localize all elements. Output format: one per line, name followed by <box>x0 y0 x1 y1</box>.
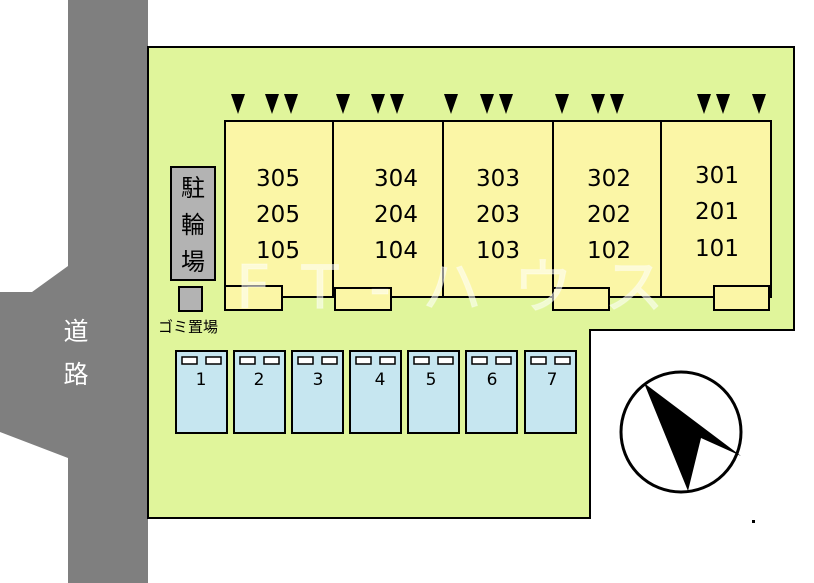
unit-number: 103 <box>476 238 520 264</box>
parking-slot-number: 4 <box>375 370 386 390</box>
entrance-arrow-icon <box>752 94 766 114</box>
bike-parking <box>170 166 216 281</box>
porch <box>552 287 610 311</box>
entrance-arrow-icon <box>336 94 350 114</box>
bike-parking-label-1: 駐 <box>181 174 205 202</box>
parking-slot-number: 1 <box>196 370 207 390</box>
unit-number: 102 <box>587 238 631 264</box>
entrance-arrow-icon <box>697 94 711 114</box>
unit-number: 104 <box>374 238 418 264</box>
entrance-arrow-icon <box>371 94 385 114</box>
parking-slot-number: 3 <box>313 370 324 390</box>
unit-number: 302 <box>587 166 631 192</box>
road <box>0 0 148 583</box>
entrance-arrow-icon <box>231 94 245 114</box>
entrance-arrow-icon <box>499 94 513 114</box>
unit-block <box>332 120 444 298</box>
parking-slot: 4 <box>349 350 402 434</box>
entrance-arrow-icon <box>284 94 298 114</box>
unit-number: 304 <box>374 166 418 192</box>
parking-slot-number: 6 <box>487 370 498 390</box>
unit-number: 205 <box>256 202 300 228</box>
unit-number: 305 <box>256 166 300 192</box>
bike-parking-label-3: 場 <box>181 248 205 276</box>
unit-number: 202 <box>587 202 631 228</box>
porch <box>713 285 770 311</box>
parking-slot: 5 <box>407 350 460 434</box>
unit-number: 203 <box>476 202 520 228</box>
north-arrow-icon <box>619 370 743 494</box>
entrance-arrow-icon <box>591 94 605 114</box>
bike-parking-label-2: 輪 <box>181 211 205 239</box>
entrance-arrow-icon <box>390 94 404 114</box>
parking-slot-number: 5 <box>426 370 437 390</box>
road-label-1: 道 <box>63 317 88 346</box>
parking-slot: 6 <box>465 350 518 434</box>
entrance-arrow-icon <box>480 94 494 114</box>
unit-number: 301 <box>695 163 739 189</box>
parking-slot: 7 <box>524 350 577 434</box>
unit-number: 303 <box>476 166 520 192</box>
garbage-label: ゴミ置場 <box>158 318 218 336</box>
entrance-arrow-icon <box>444 94 458 114</box>
unit-number: 201 <box>695 199 739 225</box>
dot <box>752 520 755 523</box>
parking-lot: 1 2 3 4 5 6 <box>175 350 577 434</box>
parking-slot-number: 2 <box>254 370 265 390</box>
unit-block <box>442 120 554 298</box>
unit-block <box>552 120 662 298</box>
road-label-2: 路 <box>63 360 88 389</box>
apartment-building: 305 205 105 304 204 104 303 203 103 302 … <box>224 120 772 311</box>
parking-slot-number: 7 <box>547 370 558 390</box>
entrance-markers <box>231 94 766 114</box>
entrance-arrow-icon <box>716 94 730 114</box>
garbage-area <box>178 286 203 312</box>
entrance-arrow-icon <box>555 94 569 114</box>
unit-number: 101 <box>695 236 739 262</box>
parking-slot: 3 <box>291 350 344 434</box>
watermark: F T - ハ ウ ス <box>236 253 670 323</box>
porch <box>334 287 392 311</box>
unit-number: 105 <box>256 238 300 264</box>
parking-slot: 2 <box>233 350 286 434</box>
parking-slot: 1 <box>175 350 228 434</box>
porch <box>224 285 283 311</box>
unit-number: 204 <box>374 202 418 228</box>
entrance-arrow-icon <box>265 94 279 114</box>
entrance-arrow-icon <box>610 94 624 114</box>
